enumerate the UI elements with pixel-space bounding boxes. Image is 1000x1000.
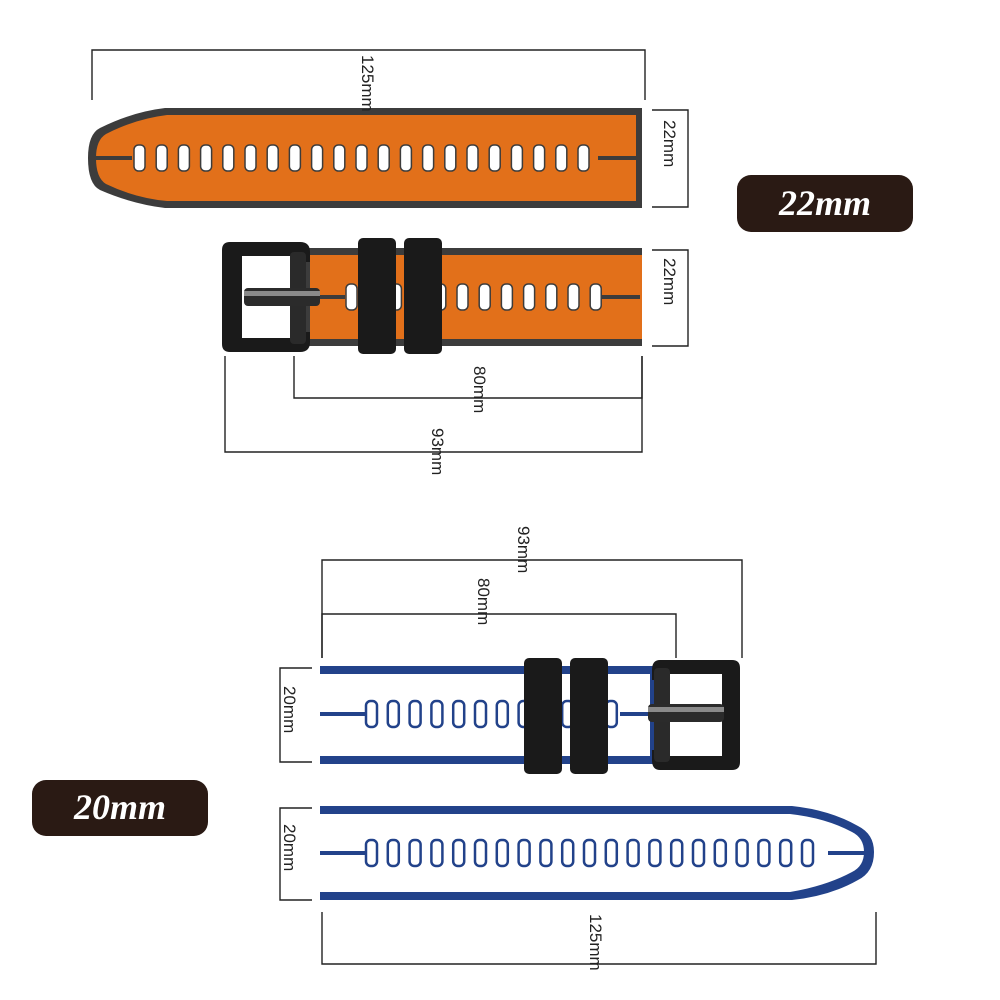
strap-hole — [522, 283, 536, 311]
strap-22-long-slots — [133, 144, 590, 172]
strap-hole — [310, 144, 324, 172]
strap-20-long — [320, 806, 874, 900]
dim-20-long-length-label: 125mm — [586, 914, 605, 971]
strap-hole — [545, 283, 558, 311]
strap-hole — [430, 699, 444, 729]
buckle-22 — [222, 242, 320, 352]
dim-20-short-length-label: 80mm — [474, 578, 493, 625]
strap-22-long — [88, 108, 642, 208]
dim-20-long-width-label: 20mm — [280, 824, 299, 871]
strap-hole — [355, 144, 368, 172]
buckle-20 — [648, 660, 740, 770]
strap-hole — [177, 144, 191, 172]
strap-hole — [430, 838, 444, 868]
badge-22mm: 22mm — [737, 175, 913, 232]
strap-hole — [713, 838, 728, 868]
dim-22-long-width: 22mm — [652, 109, 689, 208]
strap-hole — [500, 283, 514, 311]
strap-hole — [364, 699, 379, 729]
badge-22mm-label: 22mm — [778, 183, 871, 223]
strap-hole — [408, 838, 422, 868]
dim-22-long-length: 125mm — [91, 49, 646, 112]
dim-22-long-width-label: 22mm — [660, 120, 679, 167]
keeper-20-a — [524, 658, 562, 774]
strap-22-short — [222, 238, 642, 354]
buckle-22-tongue — [244, 288, 320, 306]
dim-22-short-total-label: 93mm — [428, 428, 447, 475]
dim-20-short-width: 20mm — [279, 667, 312, 763]
strap-hole — [199, 144, 213, 172]
dim-22-short-length: 80mm — [293, 356, 643, 413]
strap-hole — [539, 838, 553, 868]
strap-hole — [669, 838, 684, 868]
strap-hole — [691, 838, 706, 868]
dim-20-short-width-label: 20mm — [280, 686, 299, 733]
strap-hole — [421, 144, 435, 172]
strap-hole — [451, 838, 466, 868]
strap-hole — [451, 699, 466, 729]
keeper-22-a — [358, 238, 396, 354]
strap-hole — [288, 144, 302, 172]
strap-hole — [466, 144, 479, 172]
strap-hole — [757, 838, 771, 868]
strap-hole — [386, 838, 401, 868]
strap-hole — [488, 144, 501, 172]
strap-20-short — [320, 658, 740, 774]
dim-22-short-width-label: 22mm — [660, 258, 679, 305]
dim-22-short-length-label: 80mm — [470, 366, 489, 413]
strap-hole — [560, 838, 575, 868]
strap-hole — [266, 144, 279, 172]
strap-hole — [473, 699, 488, 729]
dim-20-long-length: 125mm — [321, 912, 877, 971]
dim-20-short-total: 93mm — [321, 526, 743, 658]
strap-hole — [386, 699, 401, 729]
strap-hole — [510, 144, 524, 172]
strap-hole — [604, 838, 619, 868]
strap-hole — [648, 838, 662, 868]
strap-hole — [532, 144, 546, 172]
buckle-20-tongue — [648, 704, 724, 722]
strap-hole — [444, 144, 457, 172]
strap-hole — [577, 144, 590, 172]
strap-hole — [333, 144, 346, 172]
badge-20mm-label: 20mm — [73, 787, 166, 827]
strap-hole — [408, 699, 422, 729]
strap-hole — [345, 283, 358, 311]
strap-hole — [399, 144, 413, 172]
strap-hole — [778, 838, 793, 868]
strap-hole — [567, 283, 580, 311]
strap-hole — [735, 838, 749, 868]
strap-hole — [155, 144, 168, 172]
strap-hole — [364, 838, 379, 868]
strap-hole — [582, 838, 597, 868]
dim-20-short-total-label: 93mm — [514, 526, 533, 573]
strap-hole — [222, 144, 235, 172]
strap-hole — [473, 838, 488, 868]
strap-hole — [555, 144, 568, 172]
dim-20-short-length: 80mm — [321, 578, 677, 658]
strap-hole — [495, 838, 510, 868]
strap-22-long-face — [96, 115, 640, 201]
strap-hole — [244, 144, 257, 172]
strap-hole — [456, 283, 469, 311]
keeper-22-b — [404, 238, 442, 354]
keeper-20-b — [570, 658, 608, 774]
strap-hole — [626, 838, 640, 868]
strap-20-long-slots — [364, 838, 815, 868]
strap-hole — [800, 838, 815, 868]
strap-hole — [589, 283, 602, 311]
strap-hole — [377, 144, 390, 172]
dim-22-long-length-label: 125mm — [358, 55, 377, 112]
dim-22-short-width: 22mm — [652, 249, 689, 347]
strap-hole — [495, 699, 510, 729]
strap-hole — [478, 283, 491, 311]
strap-hole — [133, 144, 146, 172]
dim-20-long-width: 20mm — [279, 807, 312, 901]
badge-20mm: 20mm — [32, 780, 208, 836]
strap-hole — [517, 838, 531, 868]
dim-22-short-total: 93mm — [224, 356, 643, 475]
